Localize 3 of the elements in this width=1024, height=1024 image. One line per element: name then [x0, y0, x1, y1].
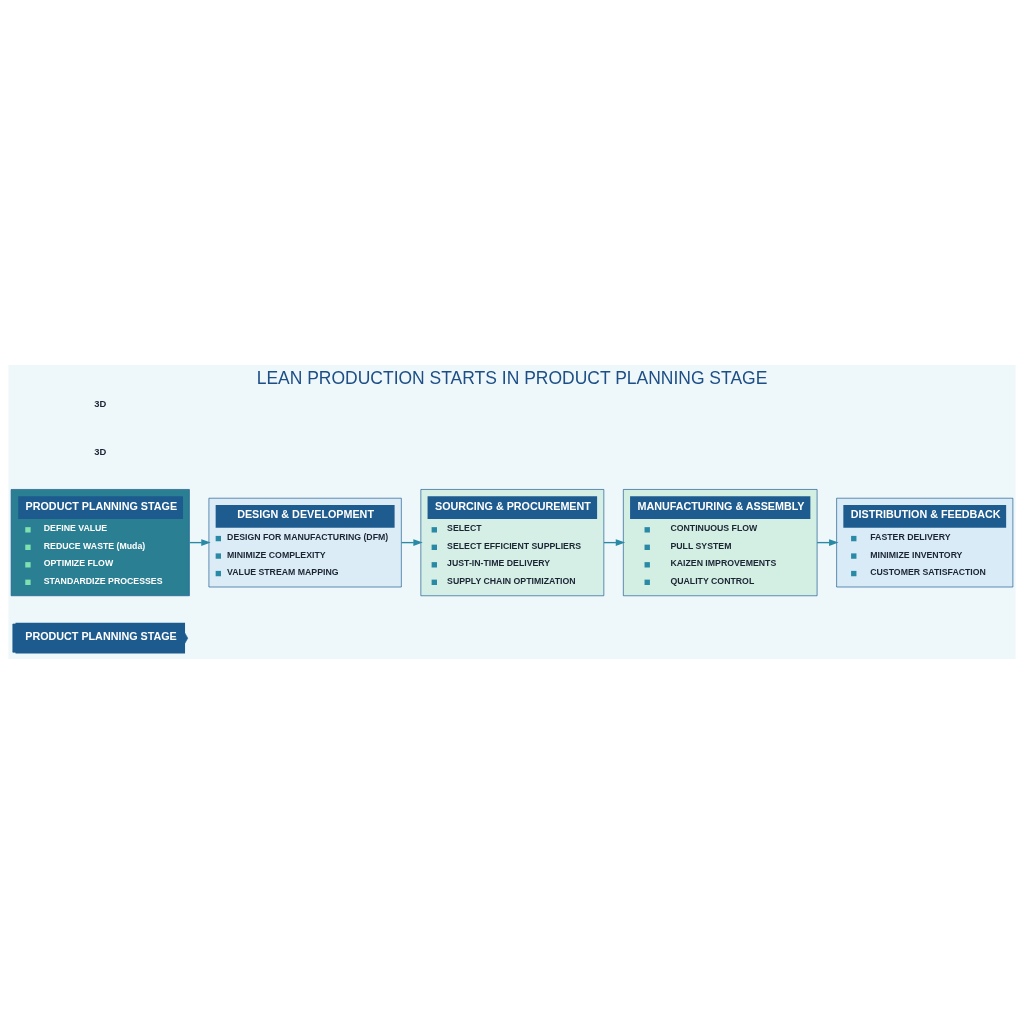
diagram-title: LEAN PRODUCTION STARTS IN PRODUCT PLANNING STAGE: [256, 368, 768, 389]
label: 3D: [94, 445, 107, 457]
label: 3D: [94, 397, 107, 409]
